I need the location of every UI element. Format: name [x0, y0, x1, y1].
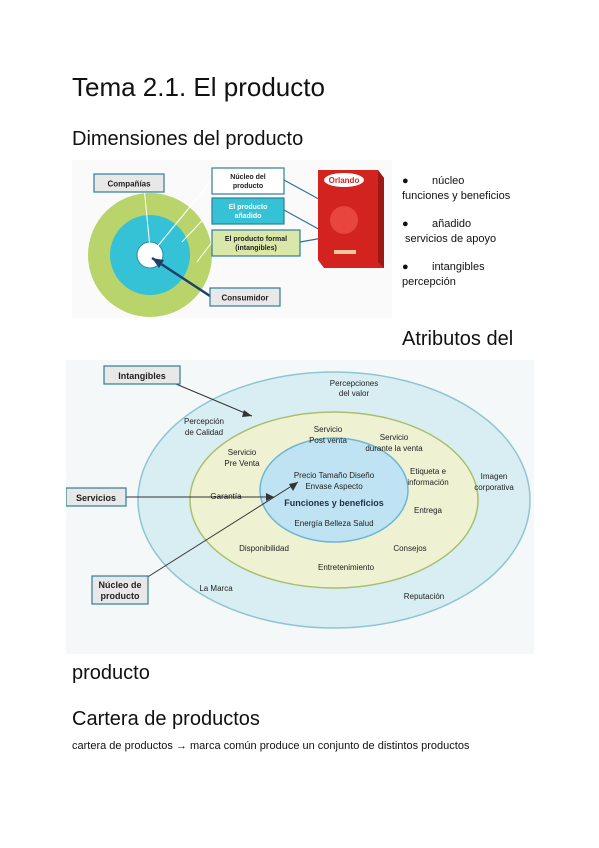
core-energia-belleza-salud: Energía Belleza Salud [294, 519, 373, 528]
servicio-post-venta-line2: Post venta [309, 436, 347, 445]
anadido-label-line1: El producto [229, 204, 268, 211]
section-heading-atributos-part1: Atributos del [402, 328, 514, 350]
intangibles-arrowhead [242, 410, 252, 417]
formal-label-line1: El producto formal [225, 236, 287, 243]
pack-side [378, 170, 384, 268]
servicio-durante-venta-line2: durante la venta [365, 444, 423, 453]
consumidor-arrow [151, 256, 211, 298]
nucleo-box [211, 167, 285, 195]
intangibles-box [103, 365, 181, 385]
nucleo-arrow [145, 481, 299, 579]
disponibilidad-label: Disponibilidad [239, 544, 289, 553]
inner-ring-nucleo [259, 437, 409, 543]
anadido-label-line2: añadido [235, 213, 262, 220]
bullet-dot: ● [402, 261, 409, 273]
bullet-item-anadido: ● añadido servicios de apoyo [402, 217, 592, 247]
la-marca-label: La Marca [199, 584, 233, 593]
nucleo-connector [151, 179, 213, 254]
intangibles-arrow [175, 383, 253, 417]
attributes-diagram: Intangibles Servicios Núcleo de producto… [66, 360, 534, 654]
anadido-connector [181, 209, 213, 243]
section-heading-atributos-part2: producto [72, 662, 150, 684]
bullet-term: intangibles [432, 261, 485, 273]
nucleo-box [91, 575, 149, 605]
bullet-term: núcleo [432, 175, 465, 187]
core-funciones-beneficios: Funciones y beneficios [284, 498, 384, 508]
pack-brand: Orlando [329, 176, 360, 185]
pack-label-strip [334, 250, 356, 254]
tomato-pack-image: Orlando [318, 170, 384, 268]
entrega-label: Entrega [414, 506, 443, 515]
nucleo-label-line1: Núcleo del [230, 174, 265, 181]
formal-label-line2: (intangibles) [235, 245, 277, 252]
nucleo-arrowhead [289, 482, 298, 491]
percepcion-calidad-line1: Percepción [184, 417, 224, 426]
formal-box [211, 229, 301, 257]
etiqueta-informacion-line1: Etiqueta e [410, 467, 447, 476]
servicio-durante-venta-line1: Servicio [380, 433, 409, 442]
section-heading-cartera: Cartera de productos [72, 708, 260, 730]
companias-connector [143, 186, 151, 249]
consumidor-label: Consumidor [221, 294, 268, 303]
page-title: Tema 2.1. El producto [72, 72, 325, 102]
bullet-item-intangibles: ● intangibles percepción [402, 260, 592, 290]
companias-label: Compañías [107, 180, 151, 189]
dimensions-diagram: Compañías Núcleo del producto El product… [72, 160, 392, 318]
bullet-term: añadido [432, 218, 472, 230]
servicio-pre-venta-line2: Pre Venta [224, 459, 260, 468]
nucleo-label-line2: producto [233, 183, 263, 190]
core-attributes-line2: Envase Aspecto [305, 482, 363, 491]
servicio-pre-venta-line1: Servicio [228, 448, 257, 457]
bullet-item-nucleo: ● núcleo funciones y beneficios [402, 174, 592, 204]
bullet-dot: ● [402, 175, 409, 187]
formal-connector [196, 241, 213, 263]
companias-box [93, 173, 165, 193]
consumidor-arrowhead [152, 258, 164, 268]
bullet-description: funciones y beneficios [402, 190, 511, 202]
servicio-post-venta-line1: Servicio [314, 425, 343, 434]
dimensions-bullet-list: ● núcleo funciones y beneficios ● añadido … [402, 174, 592, 303]
intangibles-box-label: Intangibles [118, 371, 166, 381]
garantia-label: Garantía [210, 492, 242, 501]
reputacion-label: Reputación [404, 592, 444, 601]
nucleo-box-label-line2: producto [101, 591, 140, 601]
entretenimiento-label: Entretenimiento [318, 563, 375, 572]
percepciones-valor-line1: Percepciones [330, 379, 378, 388]
nucleo-box-label-line1: Núcleo de [98, 580, 141, 590]
bullet-description: servicios de apoyo [405, 233, 497, 245]
bullet-description: percepción [402, 276, 456, 288]
core-attributes-line1: Precio Tamaño Diseño [294, 471, 375, 480]
consejos-label: Consejos [393, 544, 426, 553]
bullet-dot: ● [402, 218, 409, 230]
etiqueta-informacion-line2: información [407, 478, 448, 487]
imagen-corporativa-line1: Imagen [481, 472, 508, 481]
pack-tomato-illustration [330, 206, 358, 234]
anadido-box [211, 197, 285, 225]
pack-logo-badge [324, 173, 364, 187]
servicios-box-label: Servicios [76, 493, 116, 503]
servicios-box [66, 487, 127, 507]
cartera-description: cartera de productos → marca común produ… [72, 740, 470, 752]
percepcion-calidad-line2: de Calidad [185, 428, 223, 437]
consumidor-box [209, 287, 281, 307]
imagen-corporativa-line2: corporativa [474, 483, 514, 492]
percepciones-valor-line2: del valor [339, 389, 370, 398]
section-heading-dimensiones: Dimensiones del producto [72, 128, 304, 150]
servicios-arrowhead [266, 493, 274, 501]
